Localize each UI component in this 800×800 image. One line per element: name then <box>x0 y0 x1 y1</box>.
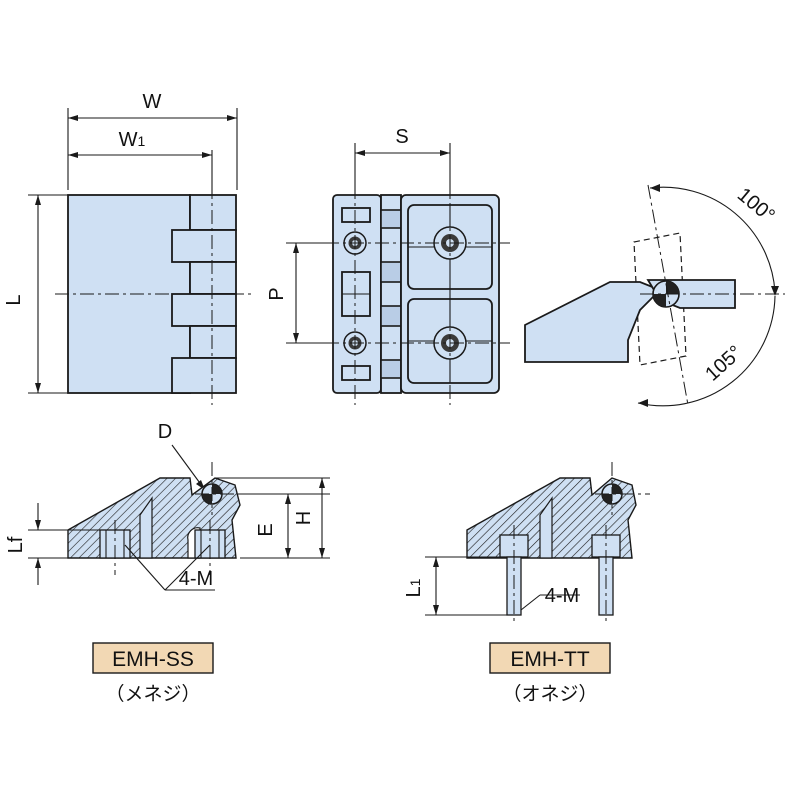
dim-s: S <box>395 126 408 148</box>
dim-h: H <box>293 511 315 525</box>
front-view: W W1 L <box>3 91 255 405</box>
top-view: S P <box>266 126 510 405</box>
variant-label-ss: EMH-SS （メネジ） <box>92 642 214 705</box>
variant-code-tt: EMH-TT <box>510 648 589 671</box>
dim-d: D <box>158 421 172 443</box>
dim-lf: Lf <box>5 536 27 553</box>
variant-code-ss: EMH-SS <box>112 648 194 671</box>
dim-p: P <box>266 287 288 300</box>
emh-ss-section: D E H <box>5 421 330 591</box>
dim-e: E <box>255 523 277 536</box>
rotation-view: 100° 105° <box>524 184 785 407</box>
dim-w1: W1 <box>119 129 146 151</box>
thread-label-ss: 4-M <box>179 568 213 590</box>
dim-l: L <box>3 294 25 305</box>
dim-l1: L1 <box>403 578 425 597</box>
variant-label-tt: EMH-TT （オネジ） <box>489 642 611 705</box>
variant-subtitle-tt: （オネジ） <box>502 683 597 705</box>
thread-label-tt: 4-M <box>545 585 579 607</box>
angle-close: 105° <box>701 342 746 386</box>
emh-tt-section: L1 4-M <box>403 462 650 625</box>
angle-open: 100° <box>733 184 779 227</box>
variant-subtitle-ss: （メネジ） <box>105 683 200 705</box>
dim-w: W <box>143 91 162 113</box>
